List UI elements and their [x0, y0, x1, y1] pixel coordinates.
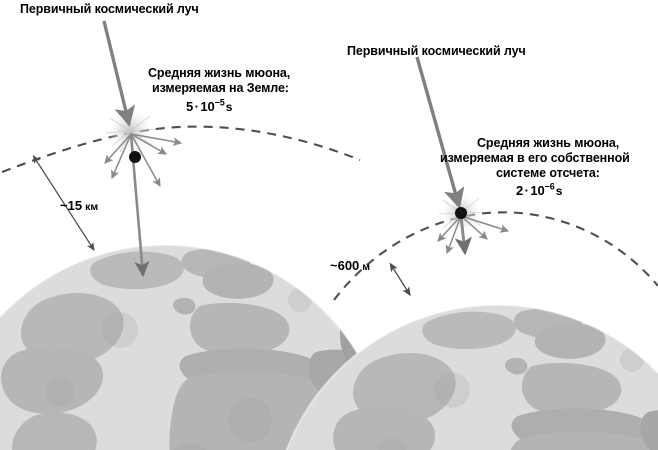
lifetime-caption-right-line1: Средняя жизнь мюона, — [477, 136, 620, 150]
atmosphere-boundary-left — [1, 125, 361, 173]
lifetime-exponent-right: −6 — [544, 181, 555, 192]
lifetime-value-right: 2·10−6s — [516, 181, 563, 199]
distance-unit-right: м — [362, 261, 371, 273]
muon-particle-left — [129, 151, 141, 163]
distance-unit-left: км — [85, 201, 99, 213]
lifetime-operator-left: · — [194, 99, 199, 114]
lifetime-mantissa-left: 5 — [186, 99, 194, 114]
lifetime-caption-left-line2: измеряемая на Земле: — [152, 81, 289, 95]
primary-cosmic-ray-arrow-left — [102, 20, 136, 127]
lifetime-unit-right: s — [555, 184, 563, 198]
globe-right — [285, 304, 658, 450]
cosmic-ray-label-left: Первичный космический луч — [20, 2, 199, 16]
lifetime-base-left: 10 — [200, 99, 215, 114]
muon-particle-right — [455, 207, 467, 219]
primary-cosmic-ray-arrow-right — [415, 56, 465, 209]
lifetime-caption-left-line1: Средняя жизнь мюона, — [148, 66, 291, 80]
lifetime-caption-right-line3: системе отсчета: — [496, 166, 600, 180]
lifetime-operator-right: · — [524, 183, 529, 198]
lifetime-base-right: 10 — [530, 183, 545, 198]
cosmic-ray-label-right: Первичный космический луч — [347, 44, 526, 58]
lifetime-exponent-left: −5 — [214, 97, 225, 108]
lifetime-caption-right-line2: измеряемая в его собственной — [440, 151, 630, 165]
distance-value-left: ~15 — [60, 198, 83, 213]
atmosphere-boundary-right — [333, 211, 658, 301]
lifetime-value-left: 5·10−5s — [186, 97, 233, 115]
lifetime-unit-left: s — [225, 100, 233, 114]
distance-value-right: ~600 — [330, 258, 360, 273]
decay-products-right — [437, 215, 510, 255]
distance-measure-arrow-left — [32, 154, 95, 252]
decay-products-left — [104, 133, 183, 188]
distance-measure-arrow-right — [389, 262, 411, 297]
muon-track-right — [454, 215, 472, 256]
lifetime-mantissa-right: 2 — [516, 183, 524, 198]
